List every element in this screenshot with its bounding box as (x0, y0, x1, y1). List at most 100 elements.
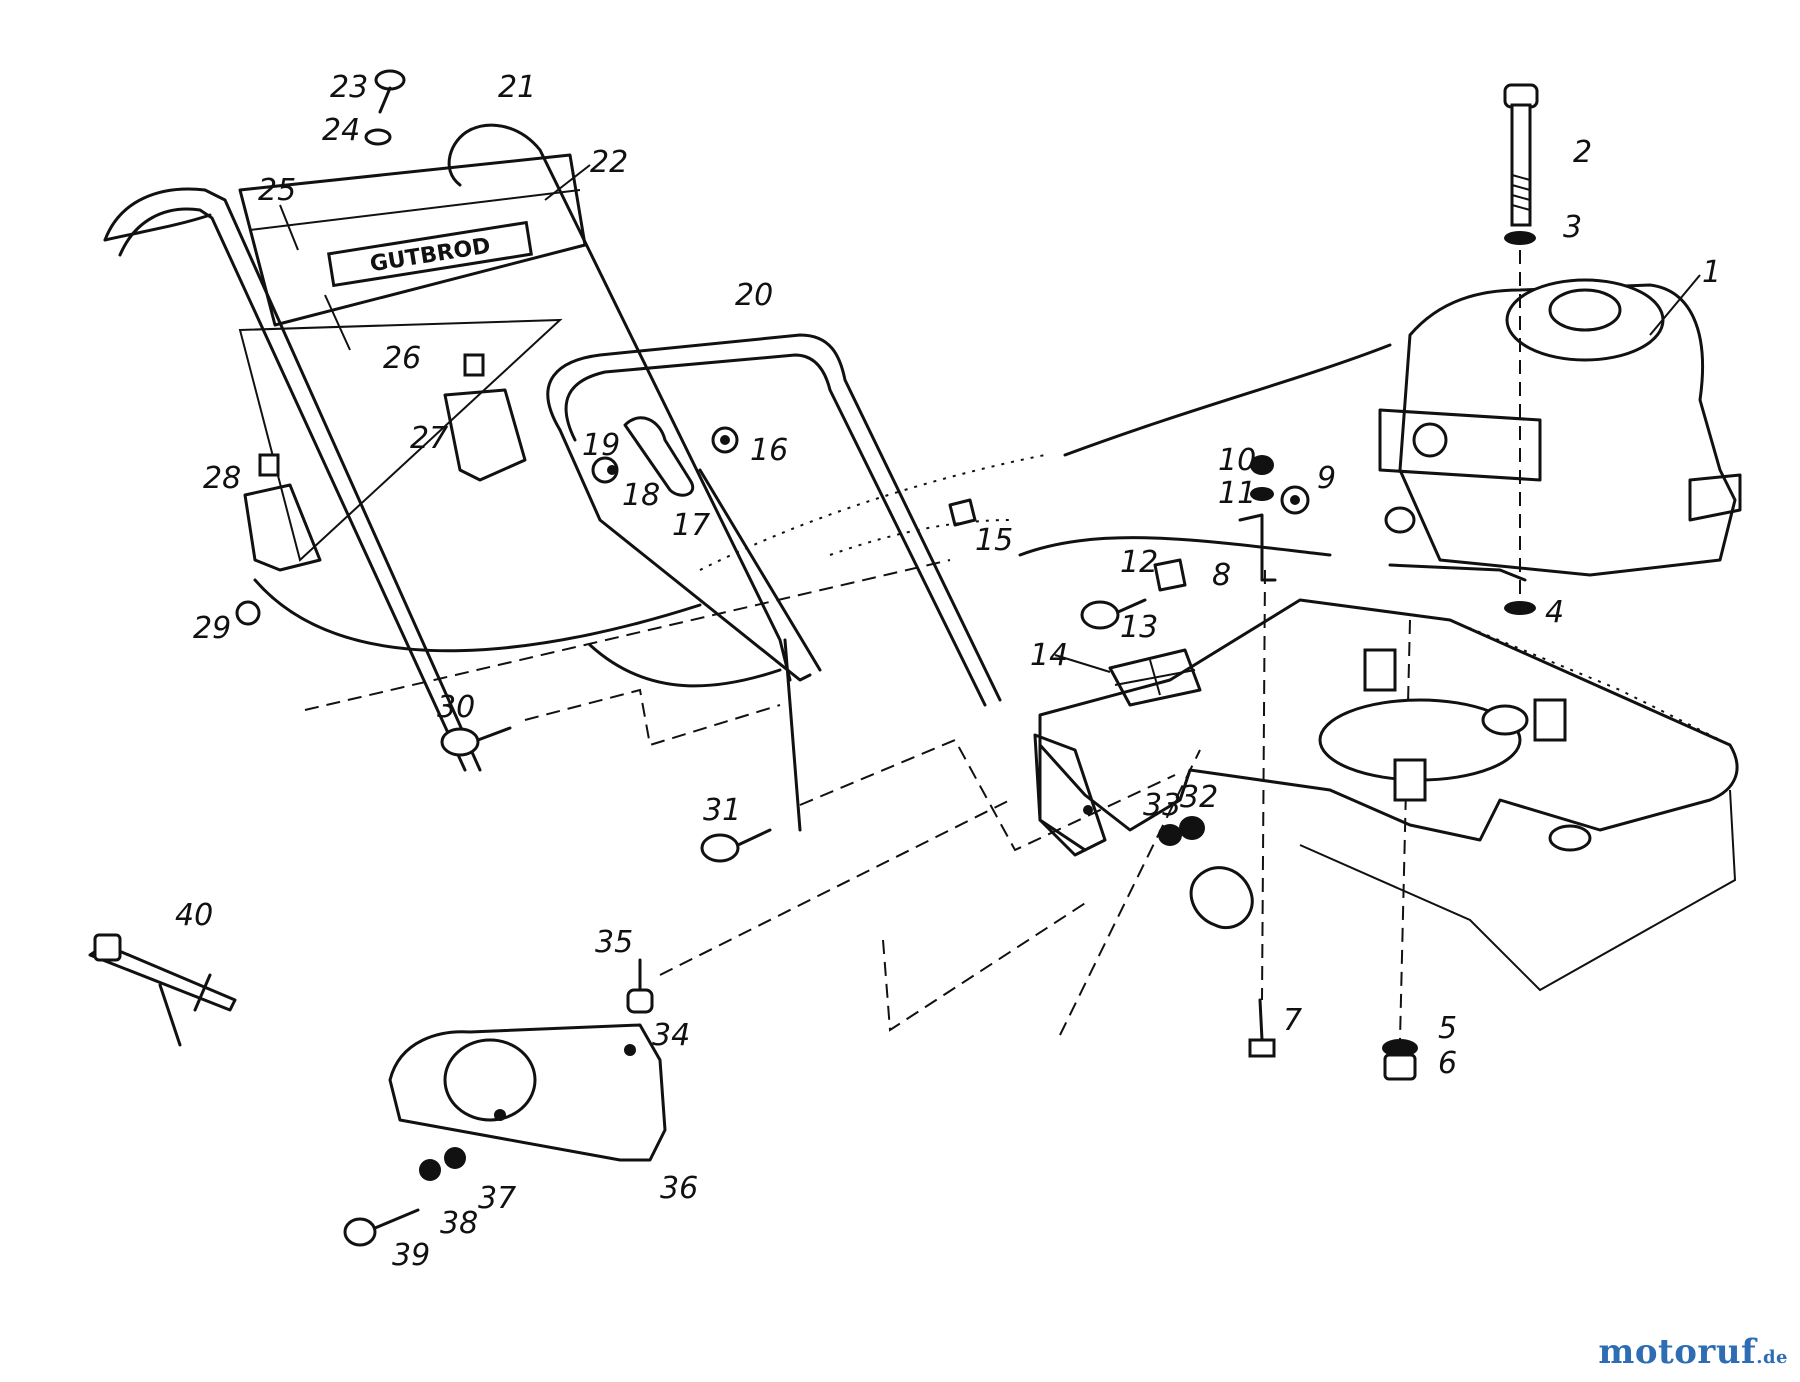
bolt-31 (700, 833, 740, 863)
label-25: 25 (258, 173, 296, 208)
lower-handle-left-leg (558, 428, 812, 682)
label-9: 9 (1317, 461, 1336, 496)
label-14: 14 (1030, 638, 1068, 673)
lower-handle-bar (546, 333, 1002, 702)
engine-cable-lower (1018, 536, 1332, 557)
nut-29 (235, 600, 261, 626)
brand-plate (327, 220, 533, 288)
nut-32 (1179, 816, 1205, 840)
screw-39 (343, 1217, 377, 1247)
label-33: 33 (1143, 788, 1181, 823)
label-10: 10 (1218, 443, 1256, 478)
label-4: 4 (1545, 595, 1564, 630)
label-15: 15 (975, 523, 1013, 558)
deck-skirt (1299, 789, 1737, 992)
label-21: 21 (498, 70, 536, 105)
watermark-tld: .de (1756, 1347, 1788, 1368)
label-30: 30 (437, 690, 475, 725)
engine-shroud-front (1378, 408, 1542, 482)
nut-10 (1250, 455, 1274, 475)
engine-mount-fasteners (1248, 83, 1539, 1081)
spark-plug-wrench-40 (88, 933, 237, 1047)
label-26: 26 (383, 341, 421, 376)
throttle-cable (253, 578, 702, 653)
bracket-27 (443, 388, 527, 482)
label-23: 23 (330, 70, 368, 105)
label-39: 39 (392, 1238, 430, 1273)
upper-handle-grip (103, 213, 212, 242)
label-19: 19 (582, 428, 620, 463)
clutch-cable (588, 643, 782, 688)
engine-housing (1398, 283, 1737, 577)
label-28: 28 (203, 461, 241, 496)
label-37: 37 (478, 1181, 516, 1216)
washer-33 (1158, 824, 1182, 846)
washer-4 (1504, 601, 1536, 615)
washer-24 (364, 128, 392, 146)
label-13: 13 (1120, 610, 1158, 645)
deck-label-14 (1108, 648, 1202, 707)
upper-handle-right-bend (447, 128, 472, 187)
deck-front-bracket (1033, 733, 1107, 857)
front-cover-36 (388, 1023, 667, 1162)
upper-handle-left-tube (103, 187, 482, 772)
bolt-2-shank (1510, 103, 1532, 227)
lever-17 (623, 416, 694, 497)
deck-boss-right (1533, 698, 1567, 742)
upper-handle-right-tube (468, 123, 792, 682)
bracket-28 (243, 483, 322, 572)
screw-23 (374, 69, 406, 91)
label-12: 12 (1120, 545, 1158, 580)
part-labels: 1 2 3 4 5 6 7 8 9 10 11 12 13 14 15 16 1… (175, 70, 1721, 1273)
label-24: 24 (322, 113, 360, 148)
engine-cable-upper (1063, 343, 1392, 457)
nut-37 (444, 1147, 466, 1169)
label-8: 8 (1212, 558, 1231, 593)
label-27: 27 (410, 421, 448, 456)
label-35: 35 (595, 925, 633, 960)
deck-body (1038, 598, 1739, 842)
label-29: 29 (193, 611, 231, 646)
label-31: 31 (703, 793, 741, 828)
label-16: 16 (750, 433, 788, 468)
bolt-30 (440, 727, 480, 757)
deck-boss-left (1363, 648, 1397, 692)
label-3: 3 (1563, 210, 1582, 245)
label-34: 34 (652, 1018, 690, 1053)
label-2: 2 (1573, 135, 1592, 170)
label-36: 36 (660, 1171, 698, 1206)
deck-wheel-axle (1189, 866, 1254, 930)
nut-6 (1383, 1053, 1417, 1081)
label-11: 11 (1218, 476, 1256, 511)
front-cover-boss (443, 1038, 537, 1122)
washer-38 (419, 1159, 441, 1181)
label-20: 20 (735, 278, 773, 313)
washer-5 (1382, 1039, 1418, 1057)
label-38: 38 (440, 1206, 478, 1241)
washer-11 (1250, 487, 1274, 501)
label-22: 22 (590, 145, 628, 180)
label-32: 32 (1180, 780, 1218, 815)
label-40: 40 (175, 898, 213, 933)
engine-fuel-cap (1548, 288, 1622, 332)
label-18: 18 (622, 478, 660, 513)
clamp-15 (948, 498, 977, 527)
deck-boss-front (1393, 758, 1427, 802)
handle-crossbar-plate (238, 153, 587, 327)
front-cover-assembly (343, 958, 667, 1247)
washer-3 (1504, 231, 1536, 245)
clip-12 (1153, 558, 1187, 592)
watermark: motoruf.de (1598, 1332, 1788, 1372)
bolt-7 (1258, 998, 1264, 1042)
lower-handle-leg-end (783, 638, 802, 832)
mower-deck (1033, 598, 1739, 992)
label-7: 7 (1283, 1003, 1302, 1038)
bushing-34 (626, 988, 654, 1014)
upper-handle-left-tube-inner (118, 207, 467, 772)
label-1: 1 (1702, 255, 1721, 290)
bracket-8 (1238, 513, 1277, 582)
label-5: 5 (1438, 1011, 1457, 1046)
screw-13 (1080, 600, 1120, 630)
label-17: 17 (672, 508, 710, 543)
